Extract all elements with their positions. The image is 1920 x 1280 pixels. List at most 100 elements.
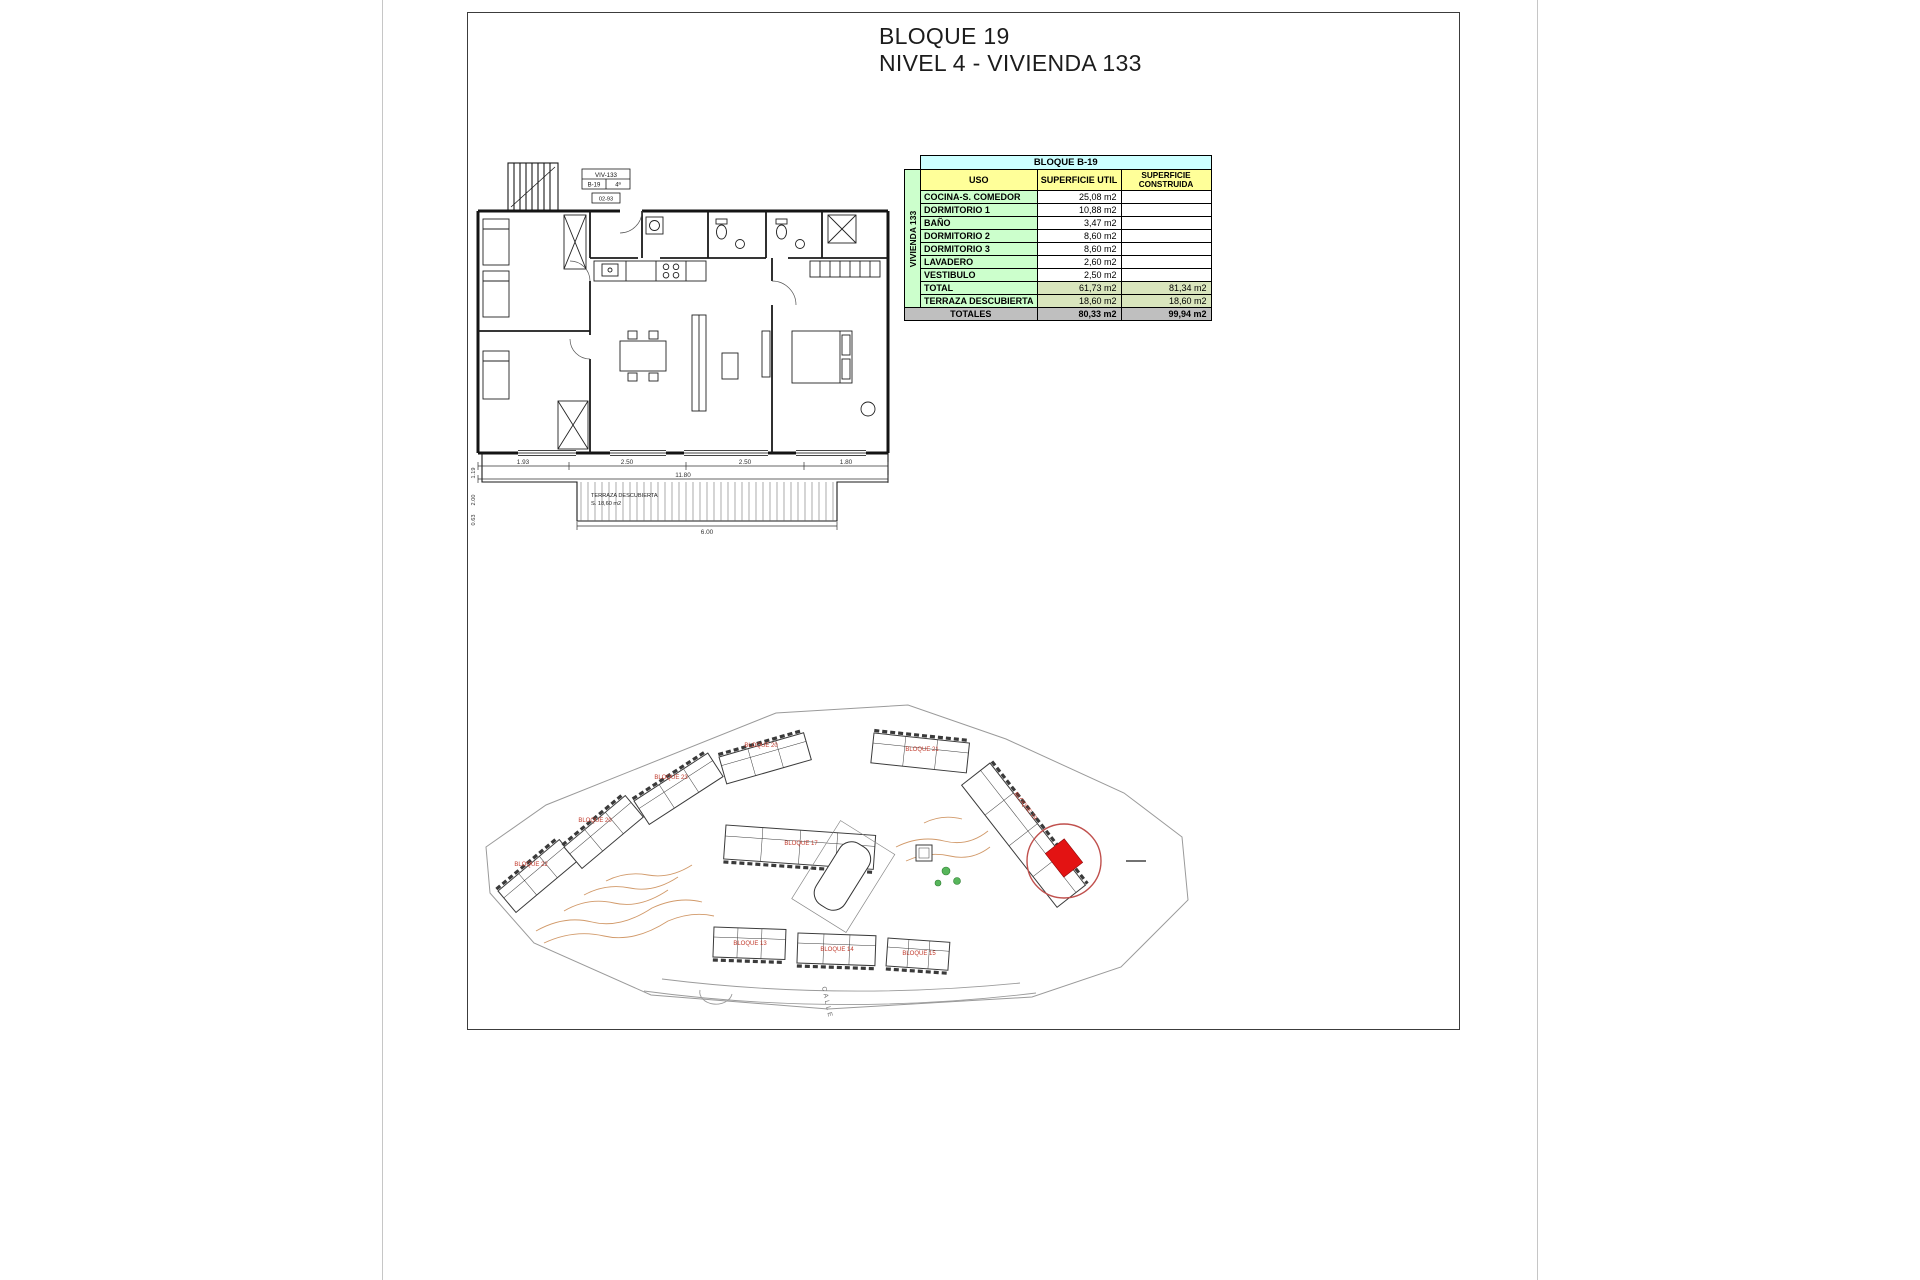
block-label: BLOQUE 15 xyxy=(902,951,936,957)
util-cell: 2,50 m2 xyxy=(1036,268,1122,283)
contour-lines xyxy=(535,816,991,944)
construida-cell: 81,34 m2 xyxy=(1120,281,1212,296)
util-cell: 8,60 m2 xyxy=(1036,229,1122,244)
terrace-outline xyxy=(481,453,889,522)
uso-cell: DORMITORIO 1 xyxy=(920,203,1038,218)
pool-icon xyxy=(791,820,896,933)
vertical-label: VIVIENDA 133 xyxy=(907,210,918,267)
block-label: BLOQUE 20 xyxy=(744,743,778,749)
totales-construida-cell: 99,94 m2 xyxy=(1120,307,1212,322)
construida-cell xyxy=(1120,229,1212,244)
unit-tag: VIV-133 B-19 4ª 02-93 xyxy=(581,168,631,204)
door-icon xyxy=(569,210,797,360)
uso-cell: DORMITORIO 3 xyxy=(920,242,1038,257)
totales-row: TOTALES 80,33 m2 99,94 m2 xyxy=(904,307,1212,322)
dimension-labels: 1.93 2.50 2.50 1.80 11.80 6.00 1.19 2.00… xyxy=(471,459,853,536)
dim-total-label: 11.80 xyxy=(675,472,691,479)
dimension-lines xyxy=(477,462,889,530)
util-cell: 3,47 m2 xyxy=(1036,216,1122,231)
block-label: BLOQUE 23 xyxy=(654,775,688,781)
tv-bench-icon xyxy=(761,330,771,378)
dim-label: 1.19 xyxy=(471,468,477,479)
drawing-sheet: BLOQUE 19 NIVEL 4 - VIVIENDA 133 BLOQUE … xyxy=(382,0,1538,1280)
tree-icon xyxy=(934,866,961,887)
table-row: COCINA-S. COMEDOR 25,08 m2 xyxy=(905,190,1212,205)
col-construida: SUPERFICIE CONSTRUIDA xyxy=(1120,168,1212,192)
exterior-walls xyxy=(476,209,890,455)
totales-label-cell: TOTALES xyxy=(904,307,1038,322)
table-row: LAVADERO 2,60 m2 xyxy=(905,255,1212,270)
util-cell: 8,60 m2 xyxy=(1036,242,1122,257)
building-bloque-14 xyxy=(796,932,877,971)
terraza-row: TERRAZA DESCUBIERTA 18,60 m2 18,60 m2 xyxy=(905,294,1212,309)
sheet-title: BLOQUE 19 NIVEL 4 - VIVIENDA 133 xyxy=(879,23,1142,77)
terrace-area-label: S. 18,60 m2 xyxy=(591,501,621,507)
table-row: VESTIBULO 2,50 m2 xyxy=(905,268,1212,283)
col-util: SUPERFICIE UTIL xyxy=(1036,168,1122,192)
kitchen-counter-icon xyxy=(593,260,707,282)
dim-label: 2.00 xyxy=(471,495,477,506)
table-header-row: BLOQUE B-19 xyxy=(904,155,1212,170)
shower-icon xyxy=(827,214,857,244)
construida-cell: 18,60 m2 xyxy=(1120,294,1212,309)
wardrobe-icon xyxy=(557,214,589,450)
dim-terrace-label: 6.00 xyxy=(701,529,714,536)
round-chair-icon xyxy=(860,401,876,417)
site-plan: BLOQUE 22 BLOQUE 20 BLOQUE 23 BLOQUE 20 … xyxy=(485,704,1189,1020)
sideboard-icon xyxy=(691,314,707,412)
col-uso: USO xyxy=(920,168,1038,192)
site-boundary xyxy=(485,704,1189,1010)
construida-cell xyxy=(1120,268,1212,283)
block-label: BLOQUE 22 xyxy=(514,862,548,868)
building-bloque-13 xyxy=(712,926,787,965)
title-block-line: BLOQUE 19 xyxy=(879,23,1010,49)
construida-cell xyxy=(1120,242,1212,257)
util-cell: 25,08 m2 xyxy=(1036,190,1122,205)
terrace-railing xyxy=(580,482,834,521)
building-bloque-19 xyxy=(960,760,1089,909)
util-cell: 2,60 m2 xyxy=(1036,255,1122,270)
table-row: DORMITORIO 2 8,60 m2 xyxy=(905,229,1212,244)
construida-cell xyxy=(1120,203,1212,218)
column-header-row: VIVIENDA 133 USO SUPERFICIE UTIL SUPERFI… xyxy=(904,168,1212,309)
util-cell: 18,60 m2 xyxy=(1036,294,1122,309)
interior-walls xyxy=(478,211,888,453)
block-label: BLOQUE 21 xyxy=(905,747,939,753)
unit-tag-sub: 02-93 xyxy=(599,197,613,203)
highlighted-unit xyxy=(1026,823,1146,899)
block-header-cell: BLOQUE B-19 xyxy=(920,155,1212,170)
uso-cell: VESTIBULO xyxy=(920,268,1038,283)
vertical-label-cell: VIVIENDA 133 xyxy=(904,168,921,309)
util-cell: 10,88 m2 xyxy=(1036,203,1122,218)
block-label: BLOQUE 13 xyxy=(733,941,767,947)
unit-tag-level: 4ª xyxy=(615,182,621,189)
dining-table-icon xyxy=(619,330,667,382)
uso-cell: COCINA-S. COMEDOR xyxy=(920,190,1038,205)
washbasin-icon xyxy=(735,239,805,249)
dim-label: 2.50 xyxy=(621,459,634,466)
table-row: DORMITORIO 1 10,88 m2 xyxy=(905,203,1212,218)
total-row: TOTAL 61,73 m2 81,34 m2 xyxy=(905,281,1212,296)
roads xyxy=(643,978,1037,1005)
double-bed-icon xyxy=(791,330,853,384)
washing-machine-icon xyxy=(645,216,664,235)
master-wardrobe-icon xyxy=(809,260,881,278)
areas-table: BLOQUE B-19 VIVIENDA 133 USO SUPERFICIE … xyxy=(904,155,1212,322)
construida-cell xyxy=(1120,255,1212,270)
block-label: BLOQUE 17 xyxy=(784,841,818,847)
dim-label: 2.50 xyxy=(739,459,752,466)
side-table-icon xyxy=(721,352,739,380)
block-label: BLOQUE 20 xyxy=(578,818,612,824)
dim-label: 1.93 xyxy=(517,459,530,466)
building-bloque-20b xyxy=(717,728,812,785)
uso-cell: LAVADERO xyxy=(920,255,1038,270)
uso-cell: TERRAZA DESCUBIERTA xyxy=(920,294,1038,309)
building-bloque-20 xyxy=(561,792,644,870)
dim-label: 0.63 xyxy=(471,515,477,526)
building-bloque-15 xyxy=(885,937,951,975)
table-row: BAÑO 3,47 m2 xyxy=(905,216,1212,231)
building-bloque-23 xyxy=(631,749,724,826)
uso-cell: TOTAL xyxy=(920,281,1038,296)
drawing-frame: BLOQUE 19 NIVEL 4 - VIVIENDA 133 BLOQUE … xyxy=(467,12,1460,1030)
block-label: BLOQUE 14 xyxy=(820,947,854,953)
